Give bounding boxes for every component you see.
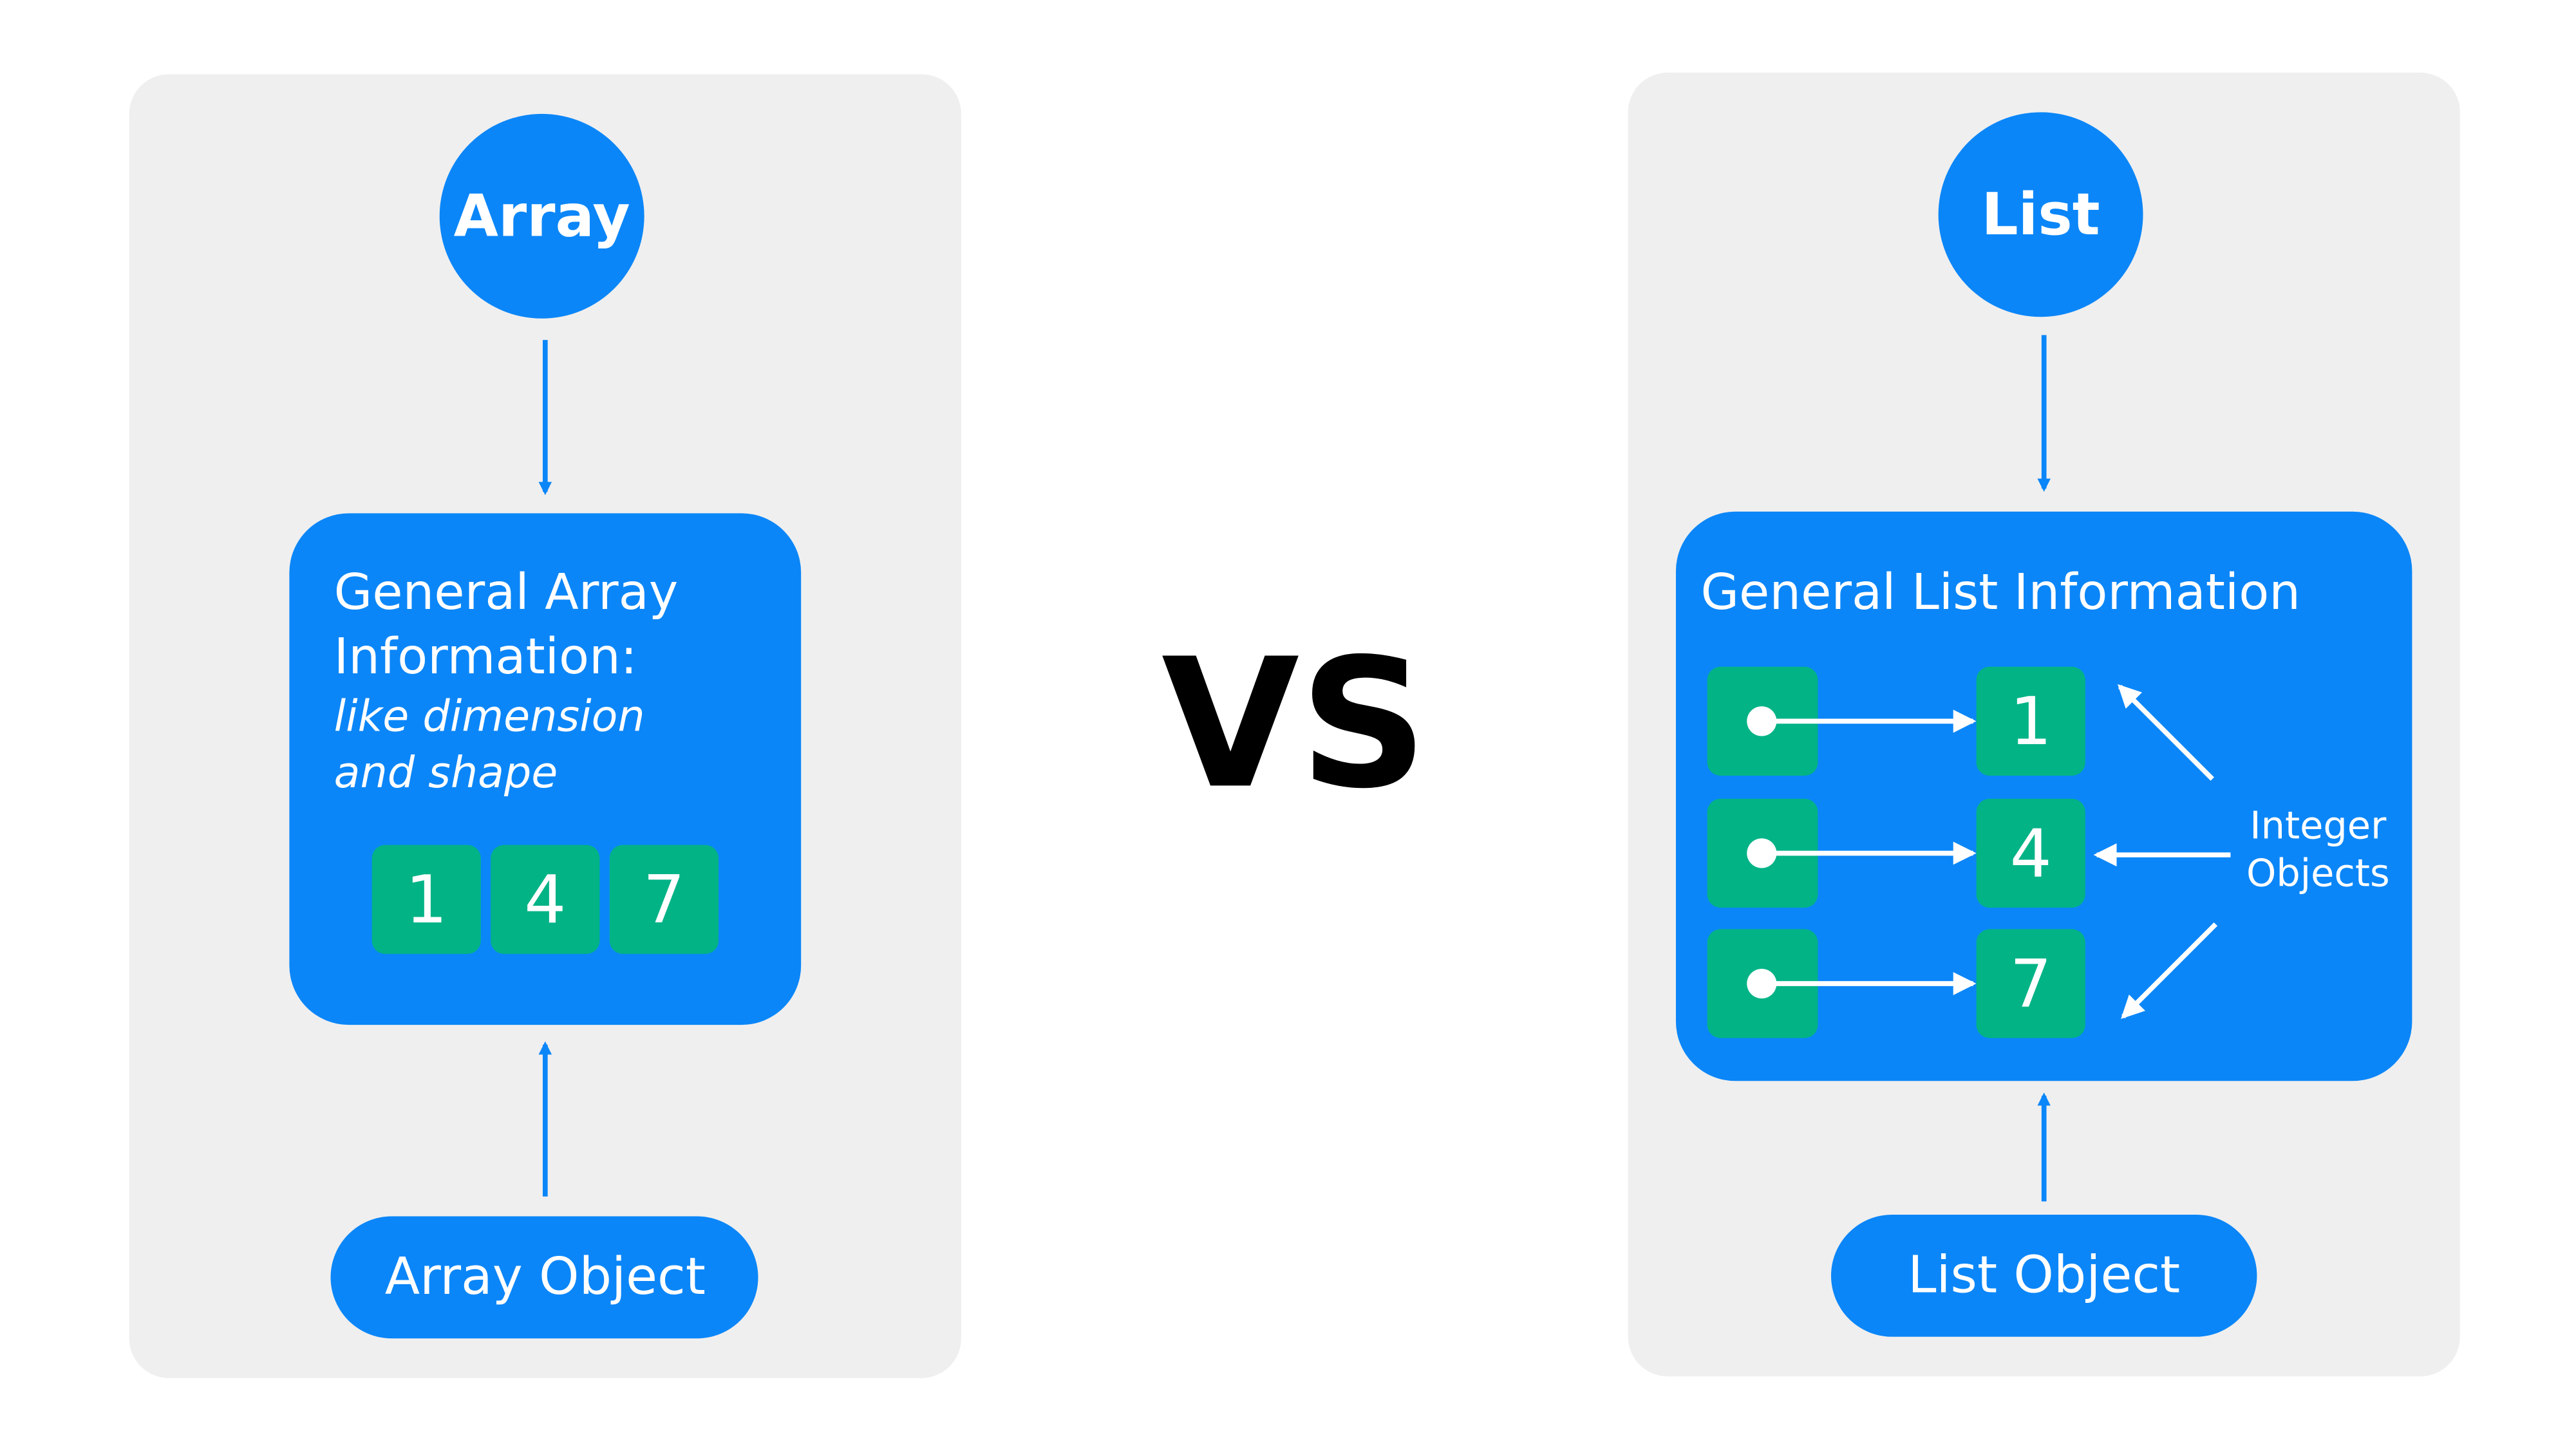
array-info-line1: General Array [334,564,679,621]
integer-object-cell [1976,666,2085,776]
array-cell-value: 7 [643,862,685,939]
integer-object-value: 1 [2010,684,2052,760]
list-pointer-row: 1 [1707,666,2085,776]
array-cell-value: 4 [524,862,566,939]
annotation-arrow-up [2118,684,2214,781]
array-object-label: Array Object [385,1246,706,1306]
list-info-box [1675,511,2412,1081]
array-title-node [439,113,644,319]
annotation-line1: Integer [2250,803,2387,847]
list-pointer-row: 4 [1707,798,2085,908]
integer-object-cell [1976,798,2085,908]
list-panel: List General List Information 1 4 7 [1628,72,2460,1377]
list-object-pill [1830,1214,2257,1337]
array-cell [491,845,600,954]
integer-object-value: 4 [2010,816,2052,892]
array-cell-value: 1 [406,862,447,939]
list-info-title: General List Information [1700,564,2300,621]
integer-object-cell [1976,929,2085,1038]
array-info-italic2: and shape [334,747,558,798]
array-title: Array [454,183,630,250]
annotation-arrow-down [2121,922,2218,1019]
array-cell [371,845,481,954]
list-pointer-row: 7 [1707,929,2085,1038]
annotation-line2: Objects [2246,851,2390,895]
array-object-pill [330,1216,758,1339]
array-panel: Array General Array Information: like di… [129,74,961,1378]
array-info-italic1: like dimension [334,691,645,742]
list-title-node [1938,112,2143,317]
array-cell [609,845,719,954]
list-object-label: List Object [1908,1244,2180,1304]
array-info-line2: Information: [334,628,637,686]
vs-label: VS [1161,621,1428,828]
list-title: List [1981,182,2100,248]
integer-object-value: 7 [2010,946,2052,1023]
